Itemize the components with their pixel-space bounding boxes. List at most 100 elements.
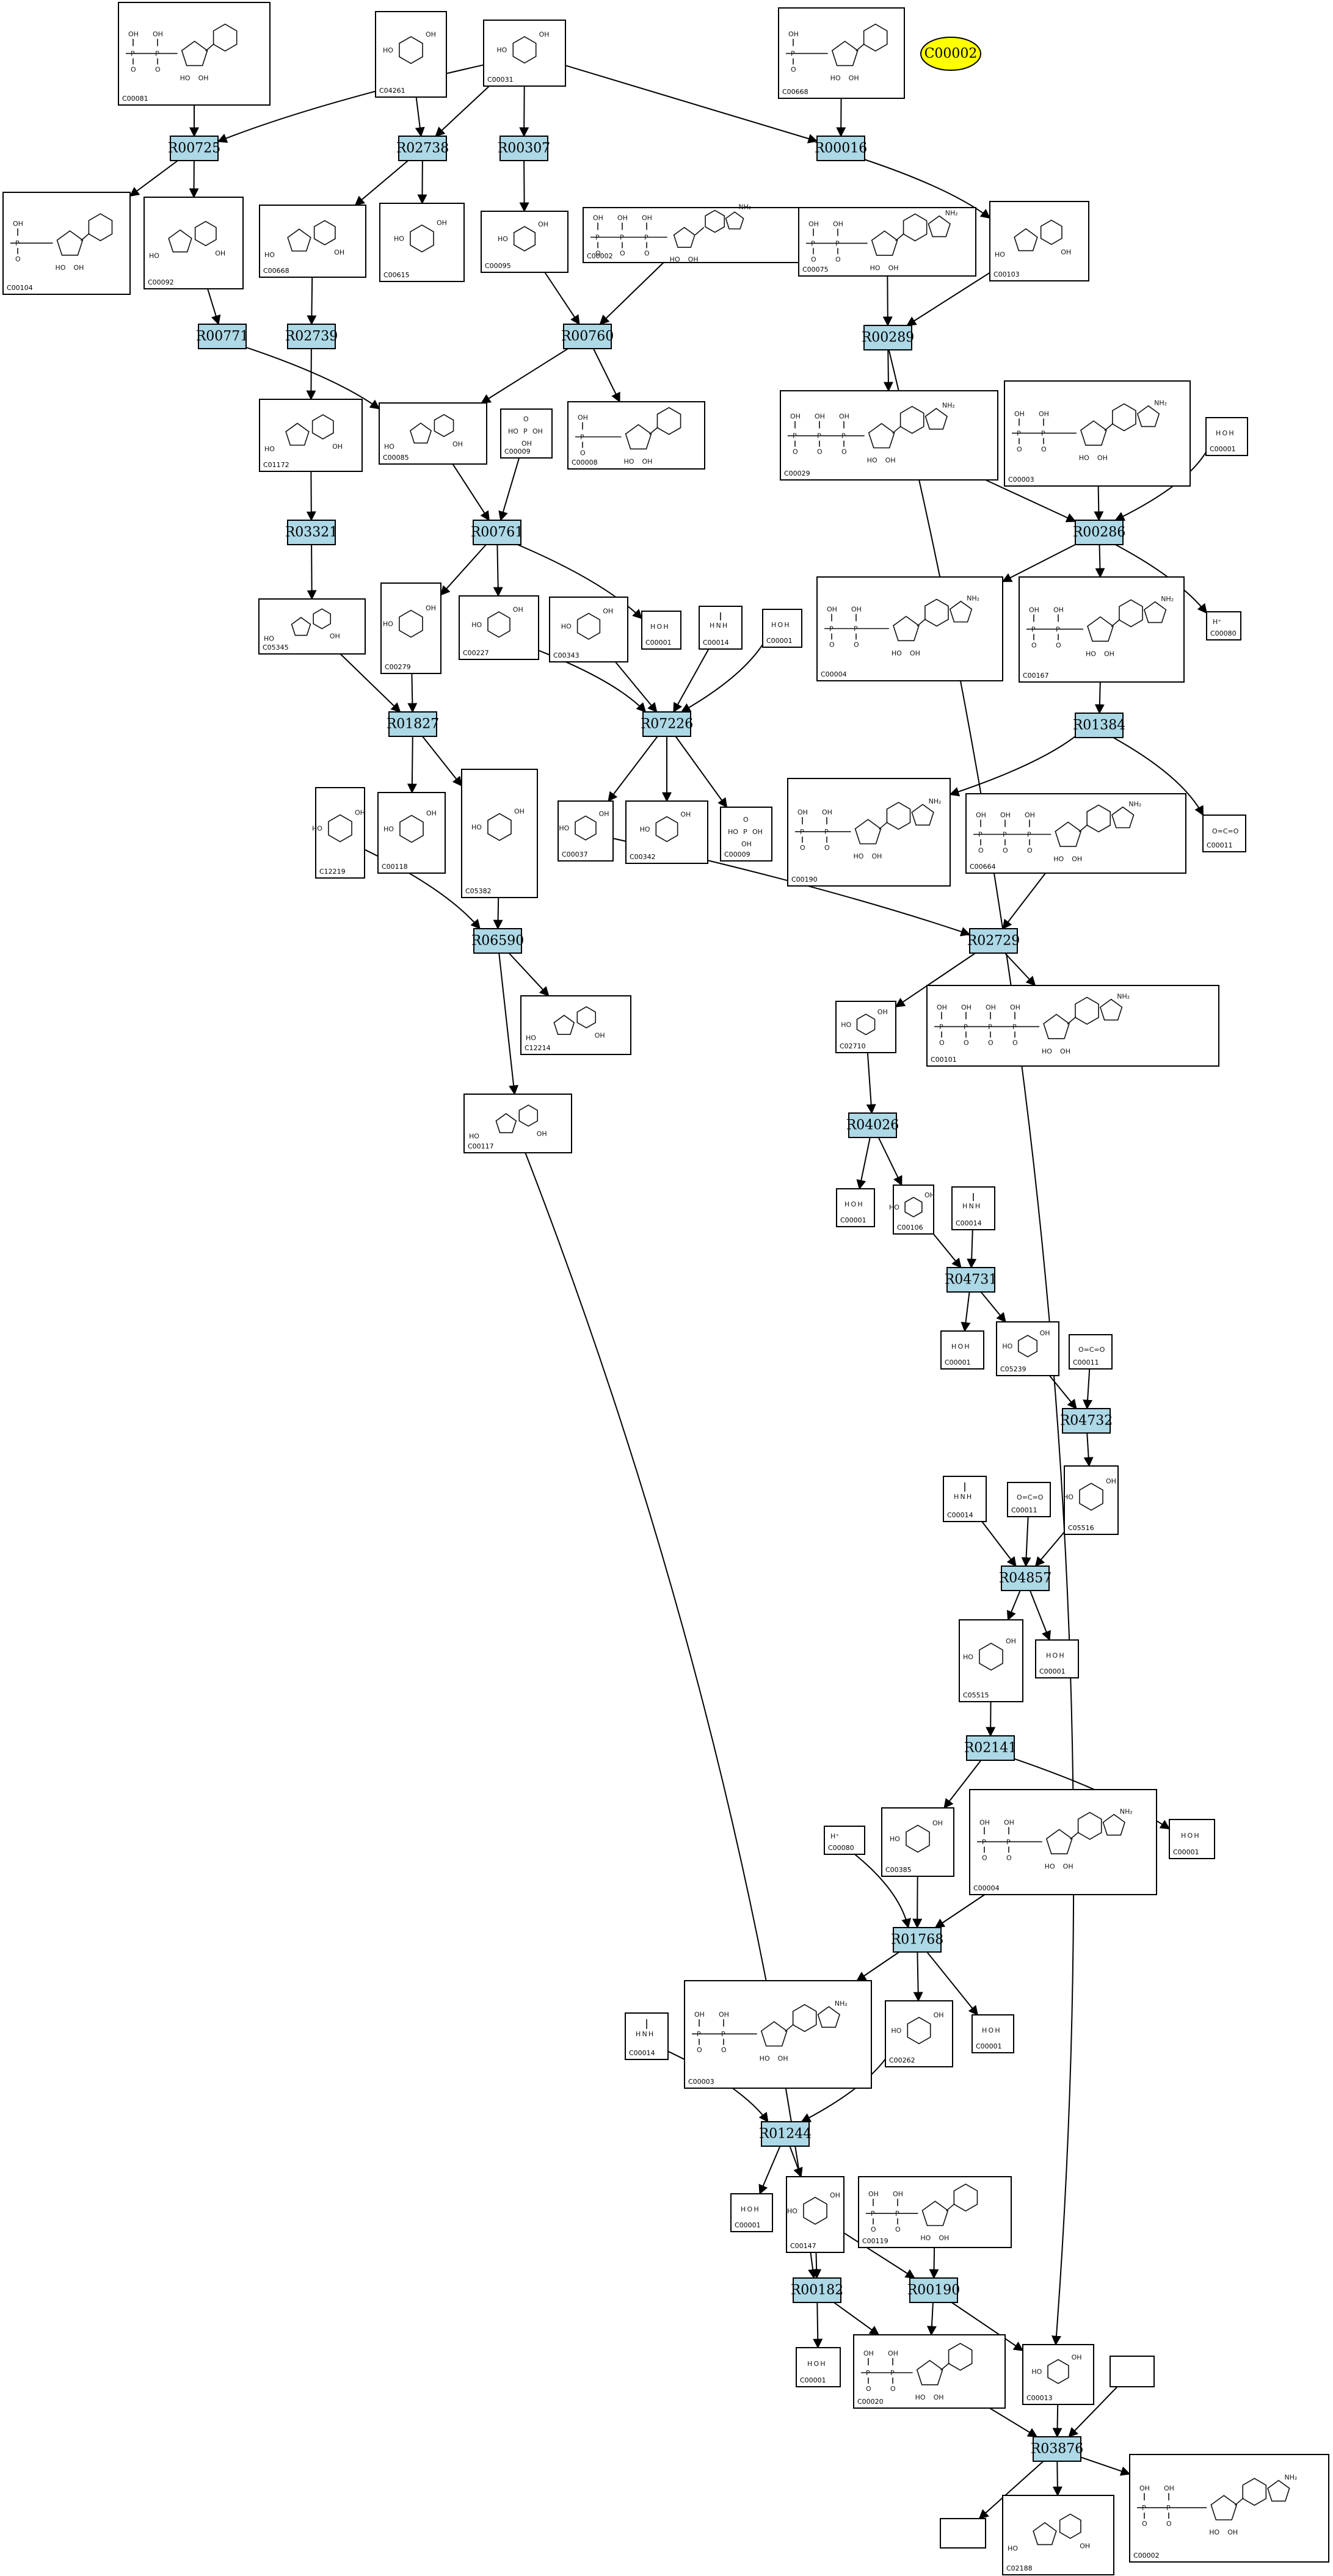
reaction-r02738[interactable]: R02738 bbox=[396, 136, 449, 161]
reaction-r02739[interactable]: R02739 bbox=[285, 324, 338, 349]
reaction-r00182[interactable]: R00182 bbox=[791, 2277, 844, 2303]
reaction-r00307[interactable]: R00307 bbox=[498, 136, 551, 161]
reaction-r00286[interactable]: R00286 bbox=[1073, 520, 1126, 545]
reaction-r02141[interactable]: R02141 bbox=[964, 1735, 1017, 1761]
reaction-r07226[interactable]: R07226 bbox=[641, 711, 694, 737]
reaction-r01768[interactable]: R01768 bbox=[891, 1927, 944, 1953]
reaction-r03321[interactable]: R03321 bbox=[285, 520, 338, 545]
compound-c_blank1[interactable] bbox=[940, 2518, 986, 2549]
compound-c00002[interactable]: C00002 bbox=[920, 37, 981, 71]
reaction-r02729[interactable]: R02729 bbox=[967, 928, 1020, 954]
compound-c00080[interactable]: H⁺C00080 bbox=[1206, 611, 1241, 640]
phosphorus-glyph: P bbox=[811, 239, 815, 247]
reaction-r00761[interactable]: R00761 bbox=[471, 520, 524, 545]
compound-c00080b[interactable]: H⁺C00080 bbox=[824, 1826, 865, 1855]
reaction-r01827[interactable]: R01827 bbox=[387, 711, 440, 737]
reaction-r04732[interactable]: R04732 bbox=[1060, 1408, 1113, 1434]
reaction-r04857[interactable]: R04857 bbox=[999, 1566, 1052, 1591]
reaction-r00760[interactable]: R00760 bbox=[561, 324, 614, 349]
compound-c_blank2[interactable] bbox=[1110, 2356, 1155, 2387]
reaction-r00190[interactable]: R00190 bbox=[907, 2277, 961, 2303]
reaction-r01244[interactable]: R01244 bbox=[759, 2121, 812, 2147]
reaction-r04731[interactable]: R04731 bbox=[945, 1267, 998, 1293]
reaction-r04026[interactable]: R04026 bbox=[846, 1112, 899, 1138]
reaction-r03876[interactable]: R03876 bbox=[1031, 2436, 1084, 2462]
reaction-r00016[interactable]: R00016 bbox=[815, 136, 868, 161]
reaction-r00289[interactable]: R00289 bbox=[862, 325, 915, 350]
hydroxyl-glyph: OH bbox=[752, 828, 763, 836]
reaction-r01384[interactable]: R01384 bbox=[1073, 713, 1126, 738]
reaction-r00725[interactable]: R00725 bbox=[168, 136, 221, 161]
reaction-r06590[interactable]: R06590 bbox=[471, 928, 525, 954]
reaction-r00771[interactable]: R00771 bbox=[196, 324, 249, 349]
